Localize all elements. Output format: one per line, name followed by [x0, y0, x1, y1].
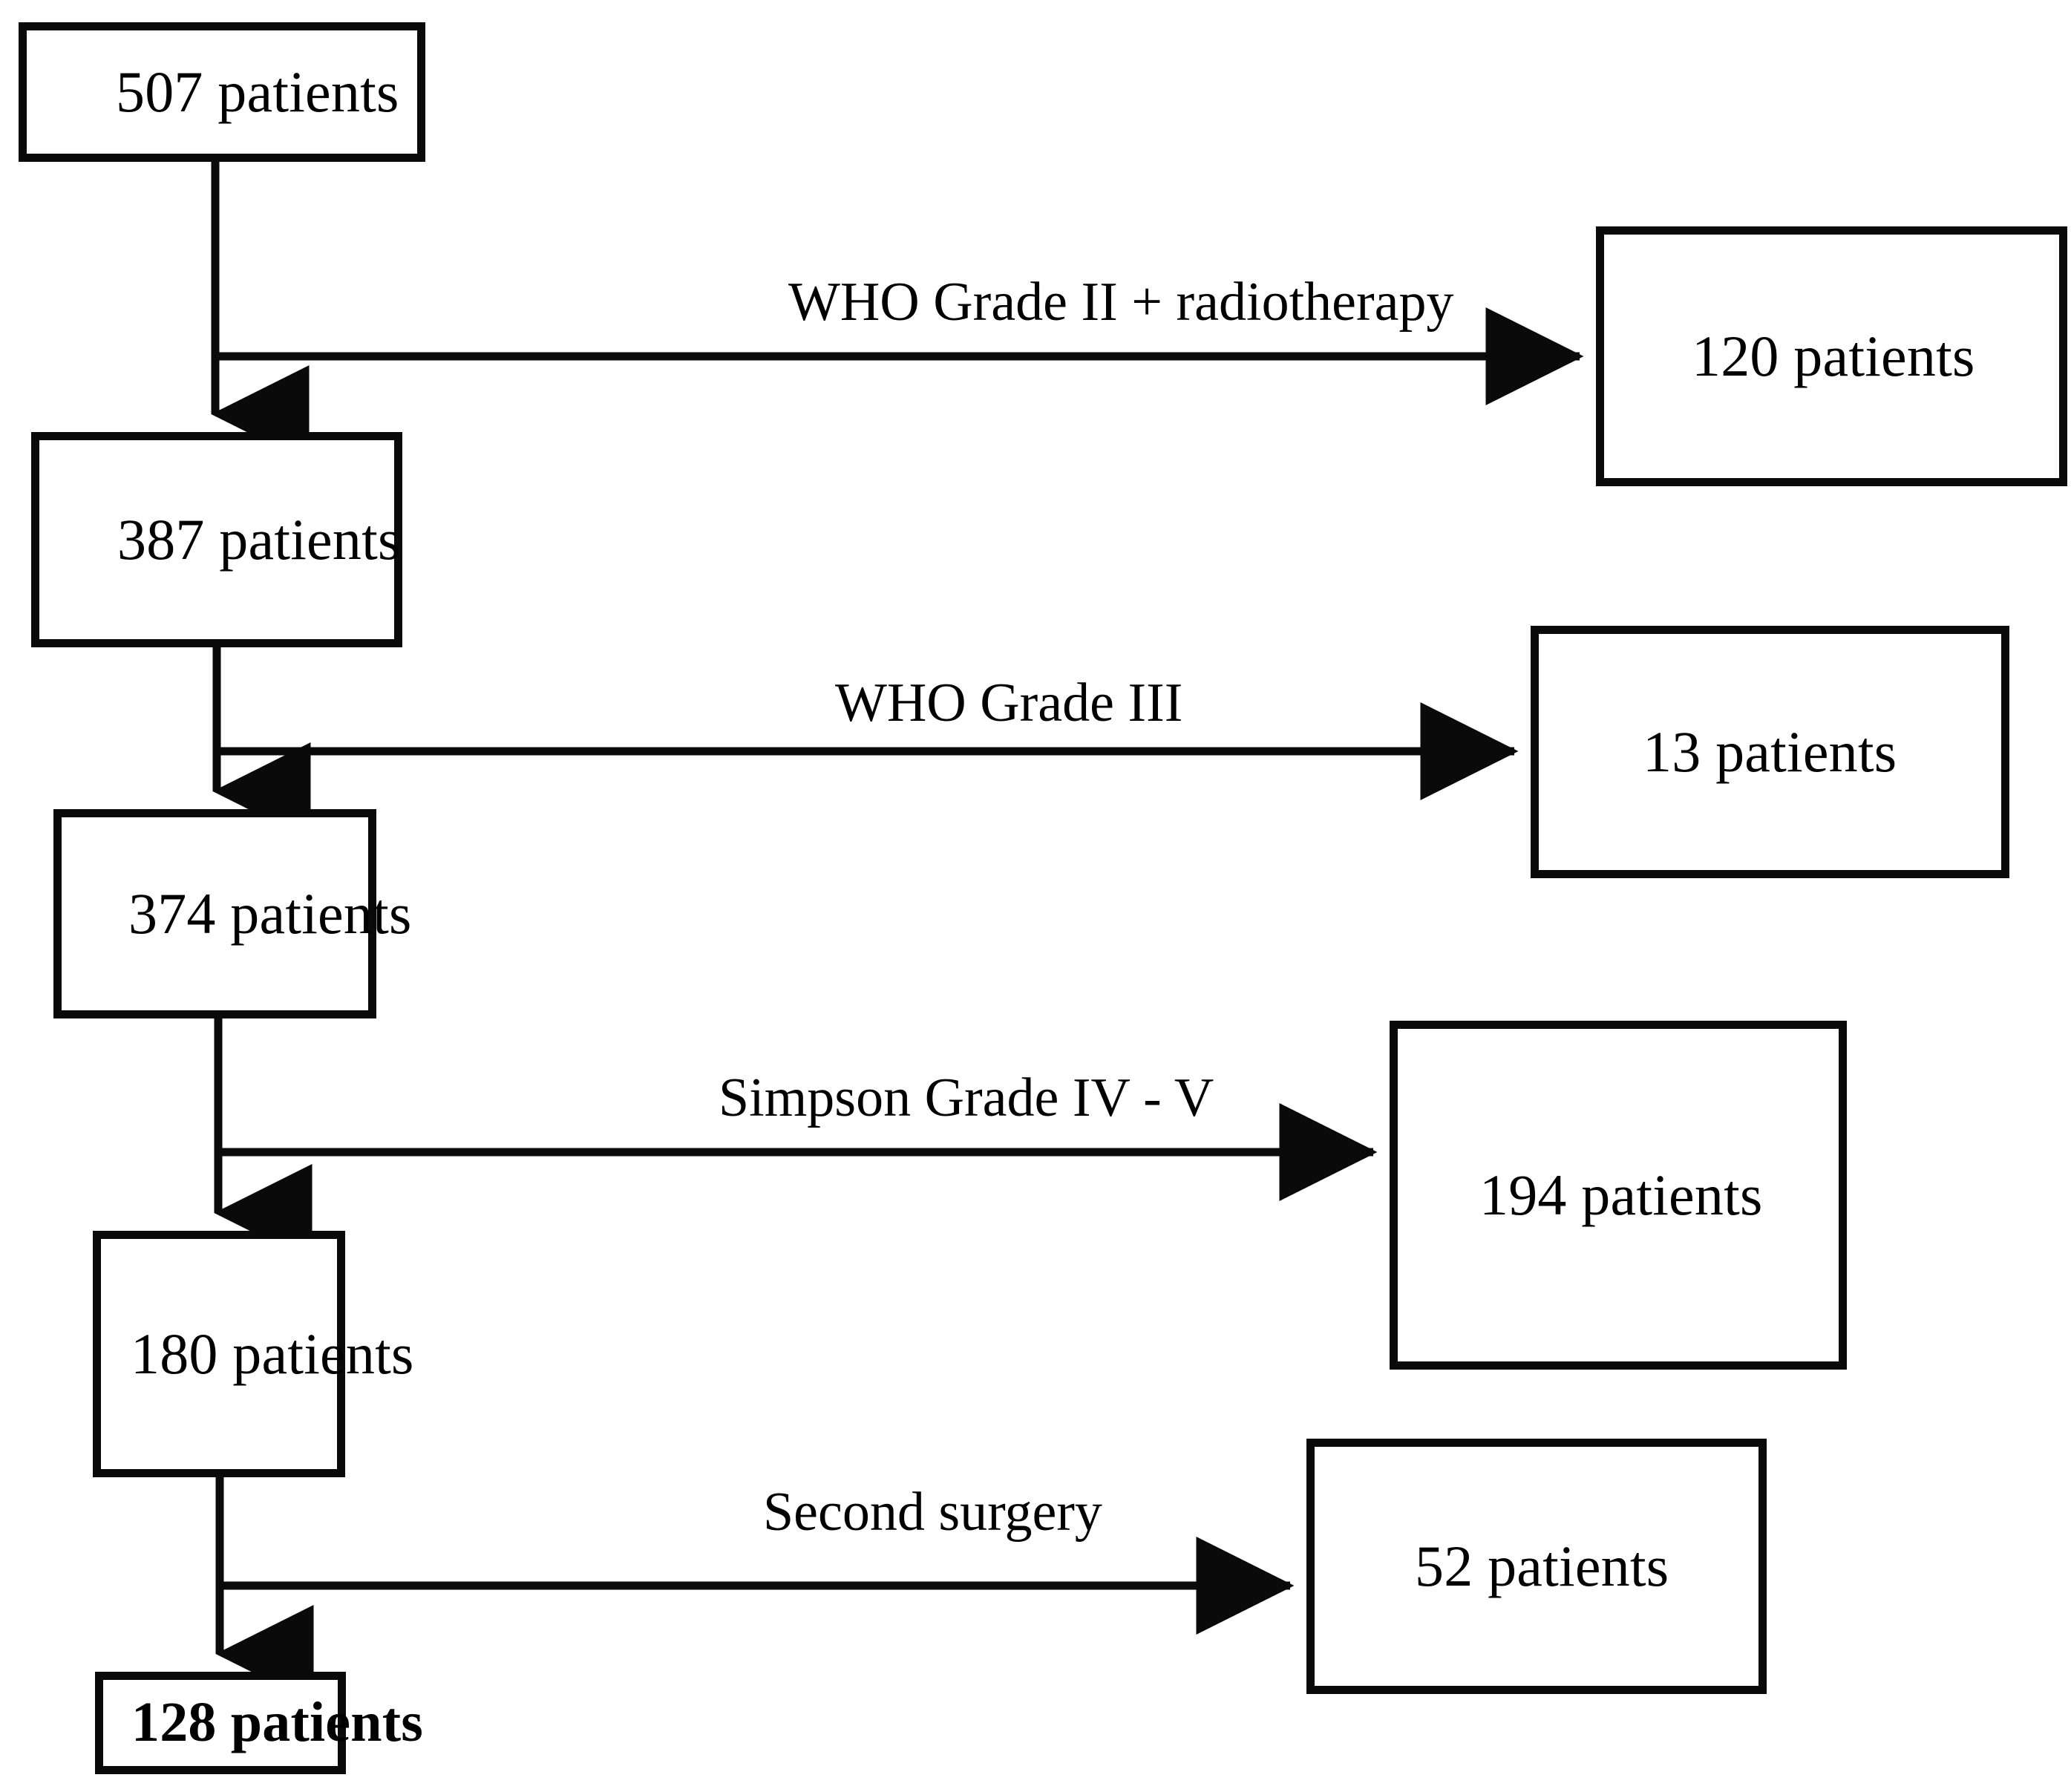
edge-label-who-grade-3: WHO Grade III	[835, 673, 1183, 733]
node-13-patients: 13 patients	[1531, 626, 2009, 878]
node-387-patients: 387 patients	[31, 432, 402, 647]
node-507-patients-label: 507 patients	[116, 59, 399, 125]
node-374-patients-label: 374 patients	[128, 881, 412, 946]
node-120-patients: 120 patients	[1596, 226, 2067, 486]
node-507-patients: 507 patients	[19, 22, 425, 162]
node-120-patients-label: 120 patients	[1692, 324, 1975, 389]
node-128-patients: 128 patients	[95, 1672, 423, 1774]
node-387-patients-label: 387 patients	[117, 507, 401, 572]
node-194-patients-label: 194 patients	[1479, 1162, 1763, 1228]
node-180-patients: 180 patients	[93, 1231, 413, 1477]
node-128-patients-label: 128 patients	[131, 1691, 423, 1754]
node-374-patients: 374 patients	[53, 809, 411, 1018]
node-180-patients-label: 180 patients	[131, 1321, 414, 1387]
node-52-patients: 52 patients	[1306, 1439, 1767, 1694]
edge-label-who-grade-2: WHO Grade II + radiotherapy	[788, 272, 1454, 333]
node-194-patients: 194 patients	[1390, 1021, 1847, 1370]
edge-label-second-surgery: Second surgery	[763, 1482, 1102, 1543]
node-13-patients-label: 13 patients	[1643, 719, 1897, 785]
edge-label-simpson-grade: Simpson Grade IV - V	[719, 1067, 1214, 1128]
node-52-patients-label: 52 patients	[1415, 1534, 1669, 1599]
